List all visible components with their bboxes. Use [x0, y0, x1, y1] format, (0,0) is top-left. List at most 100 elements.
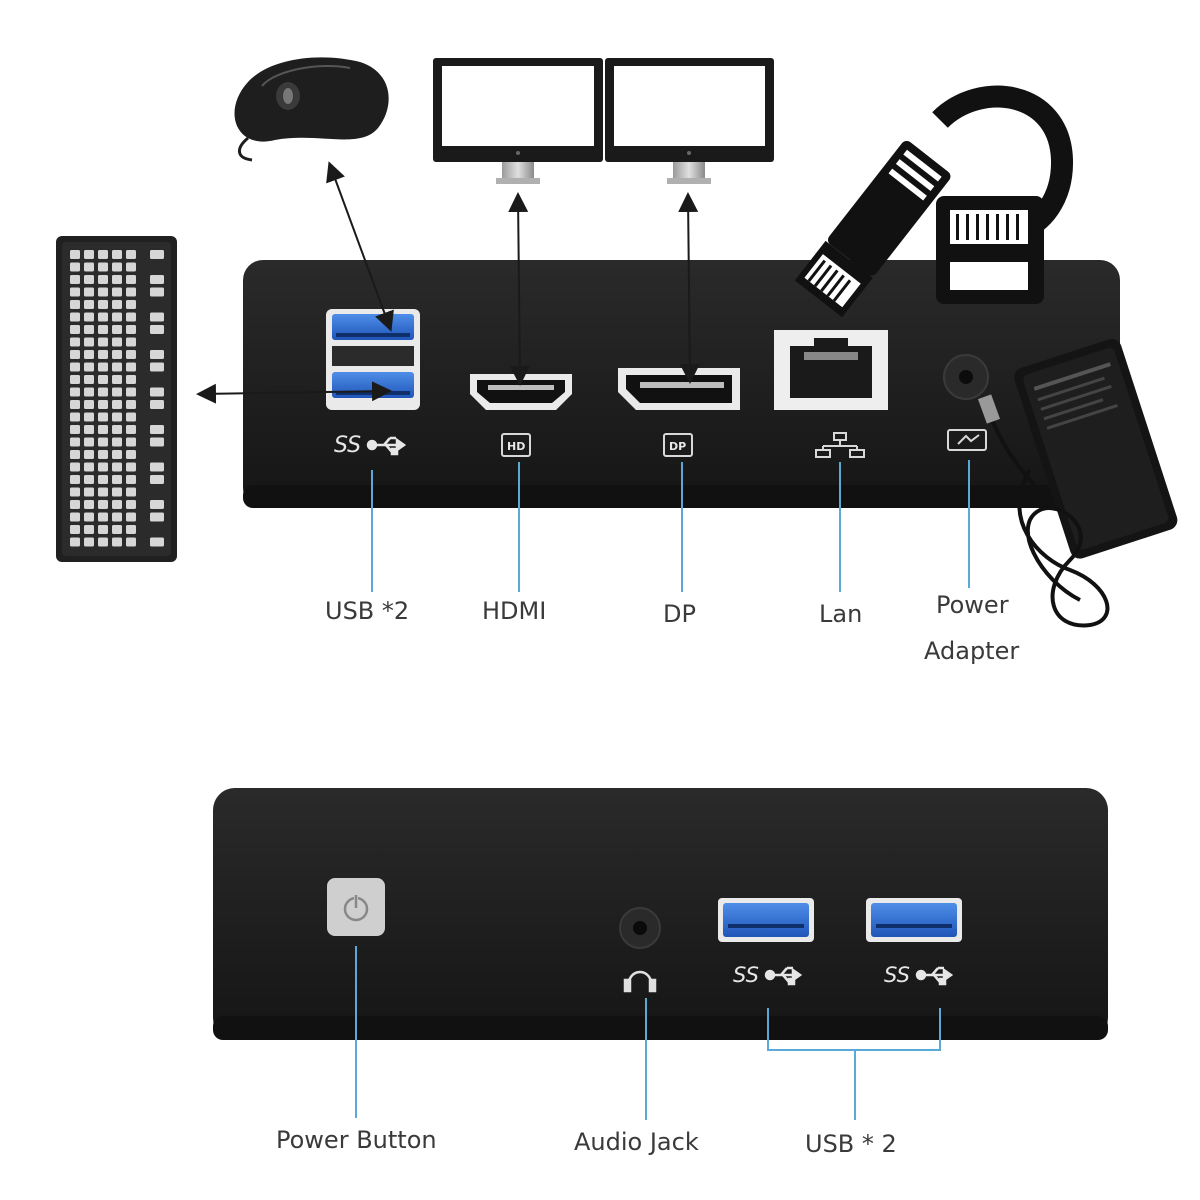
keyboard-key: [150, 437, 164, 447]
keyboard-key: [150, 350, 164, 359]
front-usb-port-right: [866, 898, 962, 942]
keyboard-key: [84, 525, 94, 534]
keyboard-arrow: [196, 381, 392, 404]
keyboard-key: [98, 387, 108, 397]
keyboard-key: [150, 362, 164, 372]
keyboard-key: [98, 512, 108, 522]
monitor-right-icon: [605, 58, 774, 184]
keyboard-key: [112, 400, 122, 409]
keyboard-key: [126, 425, 136, 434]
keyboard-key: [126, 462, 136, 472]
keyboard-key: [70, 437, 80, 447]
keyboard-key: [126, 375, 136, 384]
keyboard-key: [126, 325, 136, 334]
front-usb-port-left: [718, 898, 814, 942]
keyboard-key: [126, 512, 136, 522]
keyboard-key: [84, 450, 94, 459]
keyboard-key: [98, 412, 108, 422]
keyboard-key: [126, 525, 136, 534]
front-leader-lines: [355, 946, 941, 1120]
keyboard-key: [98, 537, 108, 547]
keyboard-key: [70, 287, 80, 297]
keyboard-key: [126, 487, 136, 497]
dc-power-icon: [947, 429, 987, 451]
keyboard-key: [70, 500, 80, 509]
rear-lan-label: Lan: [819, 600, 862, 628]
keyboard-key: [70, 262, 80, 272]
keyboard-key: [126, 412, 136, 422]
keyboard-key: [126, 500, 136, 509]
keyboard-key: [70, 537, 80, 547]
keyboard-key: [98, 287, 108, 297]
keyboard-key: [70, 375, 80, 384]
keyboard-key: [84, 400, 94, 409]
keyboard-key: [98, 350, 108, 359]
keyboard-key: [126, 437, 136, 447]
keyboard-key: [84, 537, 94, 547]
lan-port: [774, 330, 888, 410]
keyboard-key: [98, 337, 108, 347]
keyboard-key: [126, 400, 136, 409]
keyboard-key: [150, 462, 164, 472]
keyboard-key: [150, 250, 164, 259]
front-audio-jack-label: Audio Jack: [574, 1128, 699, 1156]
keyboard-key: [98, 262, 108, 272]
keyboard-key: [112, 462, 122, 472]
keyboard-key: [98, 525, 108, 534]
keyboard-key: [126, 312, 136, 322]
keyboard-key: [84, 475, 94, 484]
monitor-left-icon: [433, 58, 603, 184]
usb-trident-icon-left: [764, 966, 803, 986]
keyboard-key: [150, 425, 164, 434]
rear-usb-label: USB *2: [325, 597, 409, 625]
keyboard-key: [112, 425, 122, 434]
keyboard-key: [112, 325, 122, 334]
rear-power-label: Power: [936, 591, 1009, 619]
keyboard-key: [150, 400, 164, 409]
keyboard-key: [112, 500, 122, 509]
keyboard-key: [70, 412, 80, 422]
keyboard-key: [70, 487, 80, 497]
keyboard-key: [98, 500, 108, 509]
keyboard-key: [126, 450, 136, 459]
keyboard-key: [98, 400, 108, 409]
usb-trident-icon-right: [915, 966, 954, 986]
keyboard-key: [112, 387, 122, 397]
keyboard-key: [84, 437, 94, 447]
dp-marking: DP: [669, 440, 686, 453]
keyboard-key: [112, 275, 122, 284]
keyboard-key: [112, 437, 122, 447]
keyboard-key: [150, 537, 164, 547]
keyboard-key: [84, 462, 94, 472]
keyboard-key: [126, 250, 136, 259]
keyboard-key: [70, 300, 80, 309]
rear-usb-ss-logo: SS: [334, 433, 361, 458]
mouse-icon: [234, 57, 389, 162]
keyboard-key: [98, 437, 108, 447]
front-usb-label: USB * 2: [805, 1130, 897, 1158]
keyboard-key: [112, 412, 122, 422]
keyboard-key: [150, 287, 164, 297]
keyboard-key: [70, 400, 80, 409]
keyboard-key: [150, 275, 164, 284]
keyboard-key: [126, 337, 136, 347]
keyboard-key: [112, 525, 122, 534]
keyboard-key: [126, 537, 136, 547]
keyboard-key: [150, 387, 164, 397]
keyboard-key: [150, 312, 164, 322]
rear-usb-ports: [326, 309, 420, 410]
audio-jack: [619, 907, 661, 949]
ethernet-cable-icon: [794, 85, 1073, 318]
keyboard-key: [84, 350, 94, 359]
keyboard-key: [84, 300, 94, 309]
keyboard-key: [112, 537, 122, 547]
hdmi-port: [470, 374, 572, 410]
keyboard-key: [98, 475, 108, 484]
keyboard-key: [70, 450, 80, 459]
keyboard-key: [98, 362, 108, 372]
keyboard-key: [70, 525, 80, 534]
keyboard-key: [112, 337, 122, 347]
keyboard-key: [112, 487, 122, 497]
keyboard-key: [126, 262, 136, 272]
